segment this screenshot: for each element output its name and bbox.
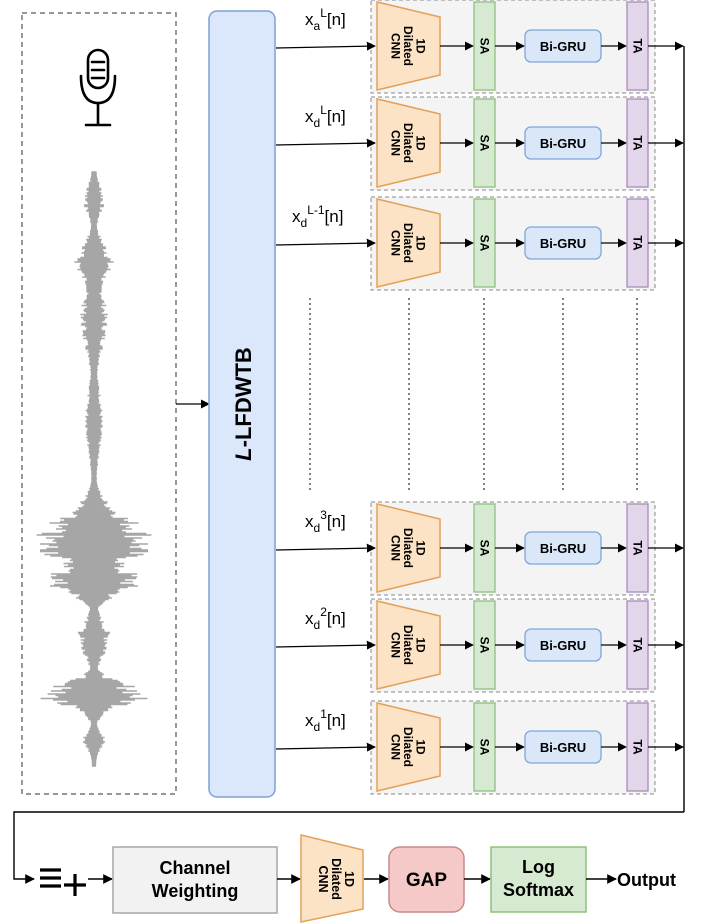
arrow-to-branch-cnn [275,238,376,248]
branch-label: xdL-1[n] [292,203,343,230]
dilated-cnn-block [376,98,441,188]
dilated-cnn-block [376,1,441,91]
waveform [36,171,152,767]
bottom-dilated-cnn-label: 1D Dilated CNN [316,858,356,900]
arrow-to-branch-cnn [275,742,376,752]
bottom-dilated-cnn-block [300,834,364,923]
arrow-to-branch-cnn [275,138,376,148]
svg-text:1D: 1D [342,871,356,887]
svg-text:CNN: CNN [389,230,403,256]
dilated-cnn-block [376,702,441,792]
svg-text:1D: 1D [414,637,428,653]
svg-text:CNN: CNN [389,130,403,156]
branch-label: xd1[n] [305,707,346,734]
channel-weighting-block [112,846,278,914]
svg-text:CNN: CNN [389,535,403,561]
channel-weighting-line1: Channel [159,858,230,878]
output-label: Output [617,870,676,890]
svg-text:Dilated: Dilated [401,123,415,163]
ta-label: TA [631,637,645,652]
log-softmax-line1: Log [522,857,555,877]
dilated-cnn-block [376,198,441,288]
svg-text:Dilated: Dilated [329,858,343,900]
bigru-label: Bi-GRU [540,638,586,653]
filterbank-block [208,10,276,798]
svg-text:Dilated: Dilated [401,727,415,767]
svg-text:CNN: CNN [389,632,403,658]
svg-text:Dilated: Dilated [401,26,415,66]
arrow-to-branch-cnn [275,41,376,51]
ta-label: TA [631,235,645,250]
gap-label: GAP [406,870,448,891]
svg-text:CNN: CNN [389,734,403,760]
ta-label: TA [631,739,645,754]
svg-text:1D: 1D [414,235,428,251]
dilated-cnn-block [376,600,441,690]
svg-text:1D: 1D [414,135,428,151]
svg-text:1D: 1D [414,739,428,755]
bigru-label: Bi-GRU [540,740,586,755]
concatenate-plus-icon [40,868,86,896]
sa-label: SA [478,540,492,557]
bigru-label: Bi-GRU [540,39,586,54]
svg-text:1D: 1D [414,540,428,556]
collector-path [13,46,685,884]
dilated-cnn-block [376,503,441,593]
sa-label: SA [478,38,492,55]
branch-label: xdL[n] [305,103,346,130]
bigru-label: Bi-GRU [540,541,586,556]
bigru-label: Bi-GRU [540,236,586,251]
ta-label: TA [631,38,645,53]
log-softmax-block [490,846,587,913]
svg-text:CNN: CNN [389,33,403,59]
ellipsis-dotted-lines [309,298,638,490]
svg-text:Dilated: Dilated [401,223,415,263]
arrow-to-branch-cnn [275,543,376,553]
channel-weighting-line2: Weighting [152,881,239,901]
svg-text:1D: 1D [414,38,428,54]
arrow-to-branch-cnn [275,640,376,650]
ta-label: TA [631,540,645,555]
branch-label: xd3[n] [305,508,346,535]
sa-label: SA [478,739,492,756]
sa-label: SA [478,135,492,152]
branch-label: xd2[n] [305,605,346,632]
sa-label: SA [478,637,492,654]
microphone-icon [79,48,117,127]
svg-text:CNN: CNN [316,865,330,892]
branch-label: xaL[n] [305,6,346,33]
bigru-label: Bi-GRU [540,136,586,151]
sa-label: SA [478,235,492,252]
svg-text:Dilated: Dilated [401,528,415,568]
log-softmax-line2: Softmax [503,880,574,900]
ta-label: TA [631,135,645,150]
svg-text:Dilated: Dilated [401,625,415,665]
filterbank-label: L-LFDWTB [231,347,256,461]
